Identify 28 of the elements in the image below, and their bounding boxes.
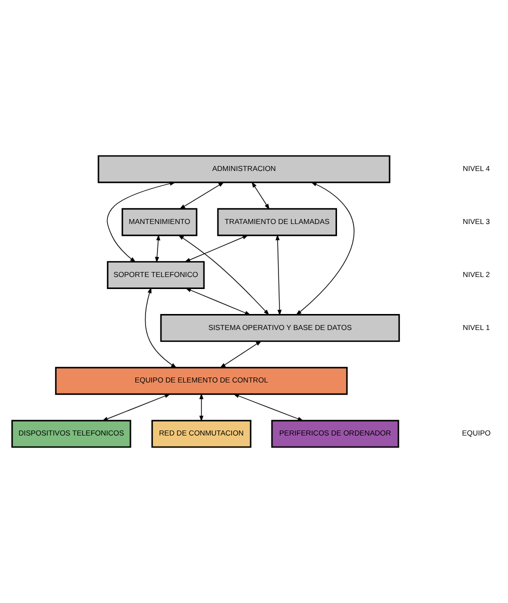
arrow [232,394,304,421]
label: NIVEL 3 [462,216,490,226]
node-box: EQUIPO DE ELEMENTO DE CONTROL [54,366,348,395]
arrow [154,234,160,263]
node-box: DISPOSITIVOS TELEFONICOS [10,420,131,448]
label: NIVEL 2 [462,270,490,279]
label: NIVEL 4 [462,164,490,174]
node-box: PERIFERICOS DE ORDENADOR [270,420,399,448]
arrow [275,234,282,316]
arrow [178,182,224,210]
node-box: SISTEMA OPERATIVO Y BASE DE DATOS [160,314,400,342]
node-box: TRATAMIENTO DE LLAMADAS [216,208,337,236]
node-box: SOPORTE TELEFONICO [106,261,204,289]
node-box: RED DE CONMUTACION [150,420,251,448]
arrow [295,182,354,316]
arrow [101,394,170,421]
arrow [198,393,203,422]
arrow [251,182,270,210]
arrow [219,340,262,368]
arrow [184,288,250,316]
arrow [184,235,248,262]
arrow [178,234,269,316]
label: EQUIPO [462,428,490,438]
node-box: ADMINISTRACION [97,155,390,184]
node-box: MANTENIMIENTO [121,208,197,236]
arrow [144,287,176,368]
arrow [106,182,176,262]
label: NIVEL 1 [462,322,490,332]
